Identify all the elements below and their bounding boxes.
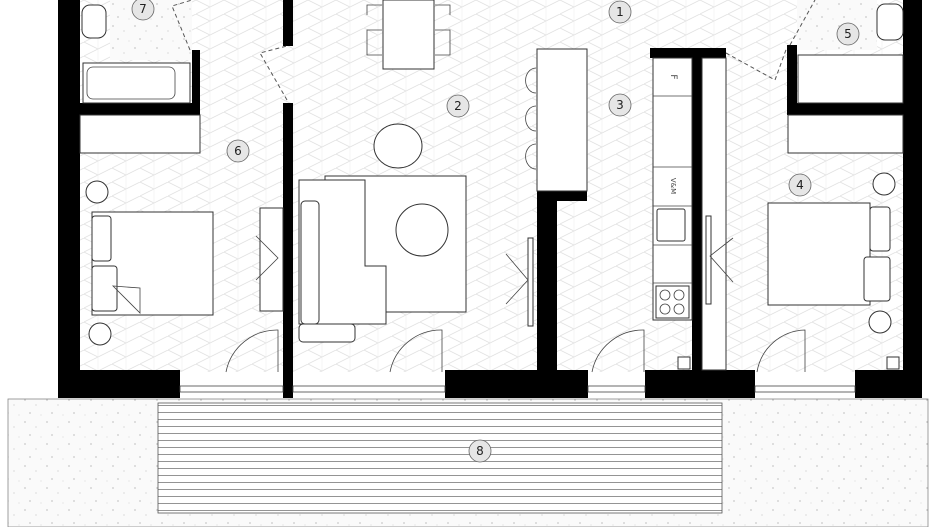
windows: [179, 385, 856, 393]
dishwasher-label: V&M: [669, 178, 677, 194]
wardrobe-4: [787, 114, 904, 154]
doors: [171, 0, 816, 373]
bar-counter: [536, 48, 588, 192]
nightstand-lamp: [85, 180, 109, 204]
kitchen-counter: [652, 57, 693, 321]
svg-text:8: 8: [476, 444, 484, 458]
room-5-badge: 5: [836, 22, 860, 46]
dining-chairs: [366, 4, 451, 56]
nightstand-lamp-4: [872, 172, 896, 196]
sink-5: [876, 3, 904, 41]
svg-text:1: 1: [616, 5, 624, 19]
sink: [81, 4, 107, 39]
bathtub: [82, 62, 191, 104]
dining-table: [382, 0, 435, 70]
svg-text:7: 7: [139, 2, 147, 16]
svg-text:4: 4: [796, 178, 804, 192]
svg-text:6: 6: [234, 144, 242, 158]
fridge-label: F: [668, 74, 678, 79]
bathroom-5-floor: [797, 0, 877, 50]
kitchen-sink: [656, 208, 686, 242]
shower-tub: [797, 54, 904, 104]
svg-text:5: 5: [844, 27, 852, 41]
bar-stools: [525, 67, 537, 170]
cooktop: [655, 285, 690, 319]
plant: [88, 322, 112, 346]
room-4-badge: 4: [788, 173, 812, 197]
sofa: [298, 179, 387, 325]
room-1-badge: 1: [608, 0, 632, 24]
armchair: [373, 123, 423, 169]
room-7-badge: 7: [131, 0, 155, 21]
bed-4: [767, 202, 871, 306]
room-3-badge: 3: [608, 93, 632, 117]
svg-text:2: 2: [454, 99, 462, 113]
room-6-badge: 6: [226, 139, 250, 163]
interior-floor: [80, 0, 903, 372]
plant-4: [868, 310, 892, 334]
room-8-badge: 8: [468, 439, 492, 463]
walls: [58, 0, 922, 398]
coffee-table: [395, 203, 449, 257]
terrace-deck: [157, 402, 723, 514]
tv-unit: [259, 207, 284, 312]
closet: [701, 57, 727, 371]
room-2-badge: 2: [446, 94, 470, 118]
svg-text:3: 3: [616, 98, 624, 112]
wardrobe: [79, 114, 201, 154]
